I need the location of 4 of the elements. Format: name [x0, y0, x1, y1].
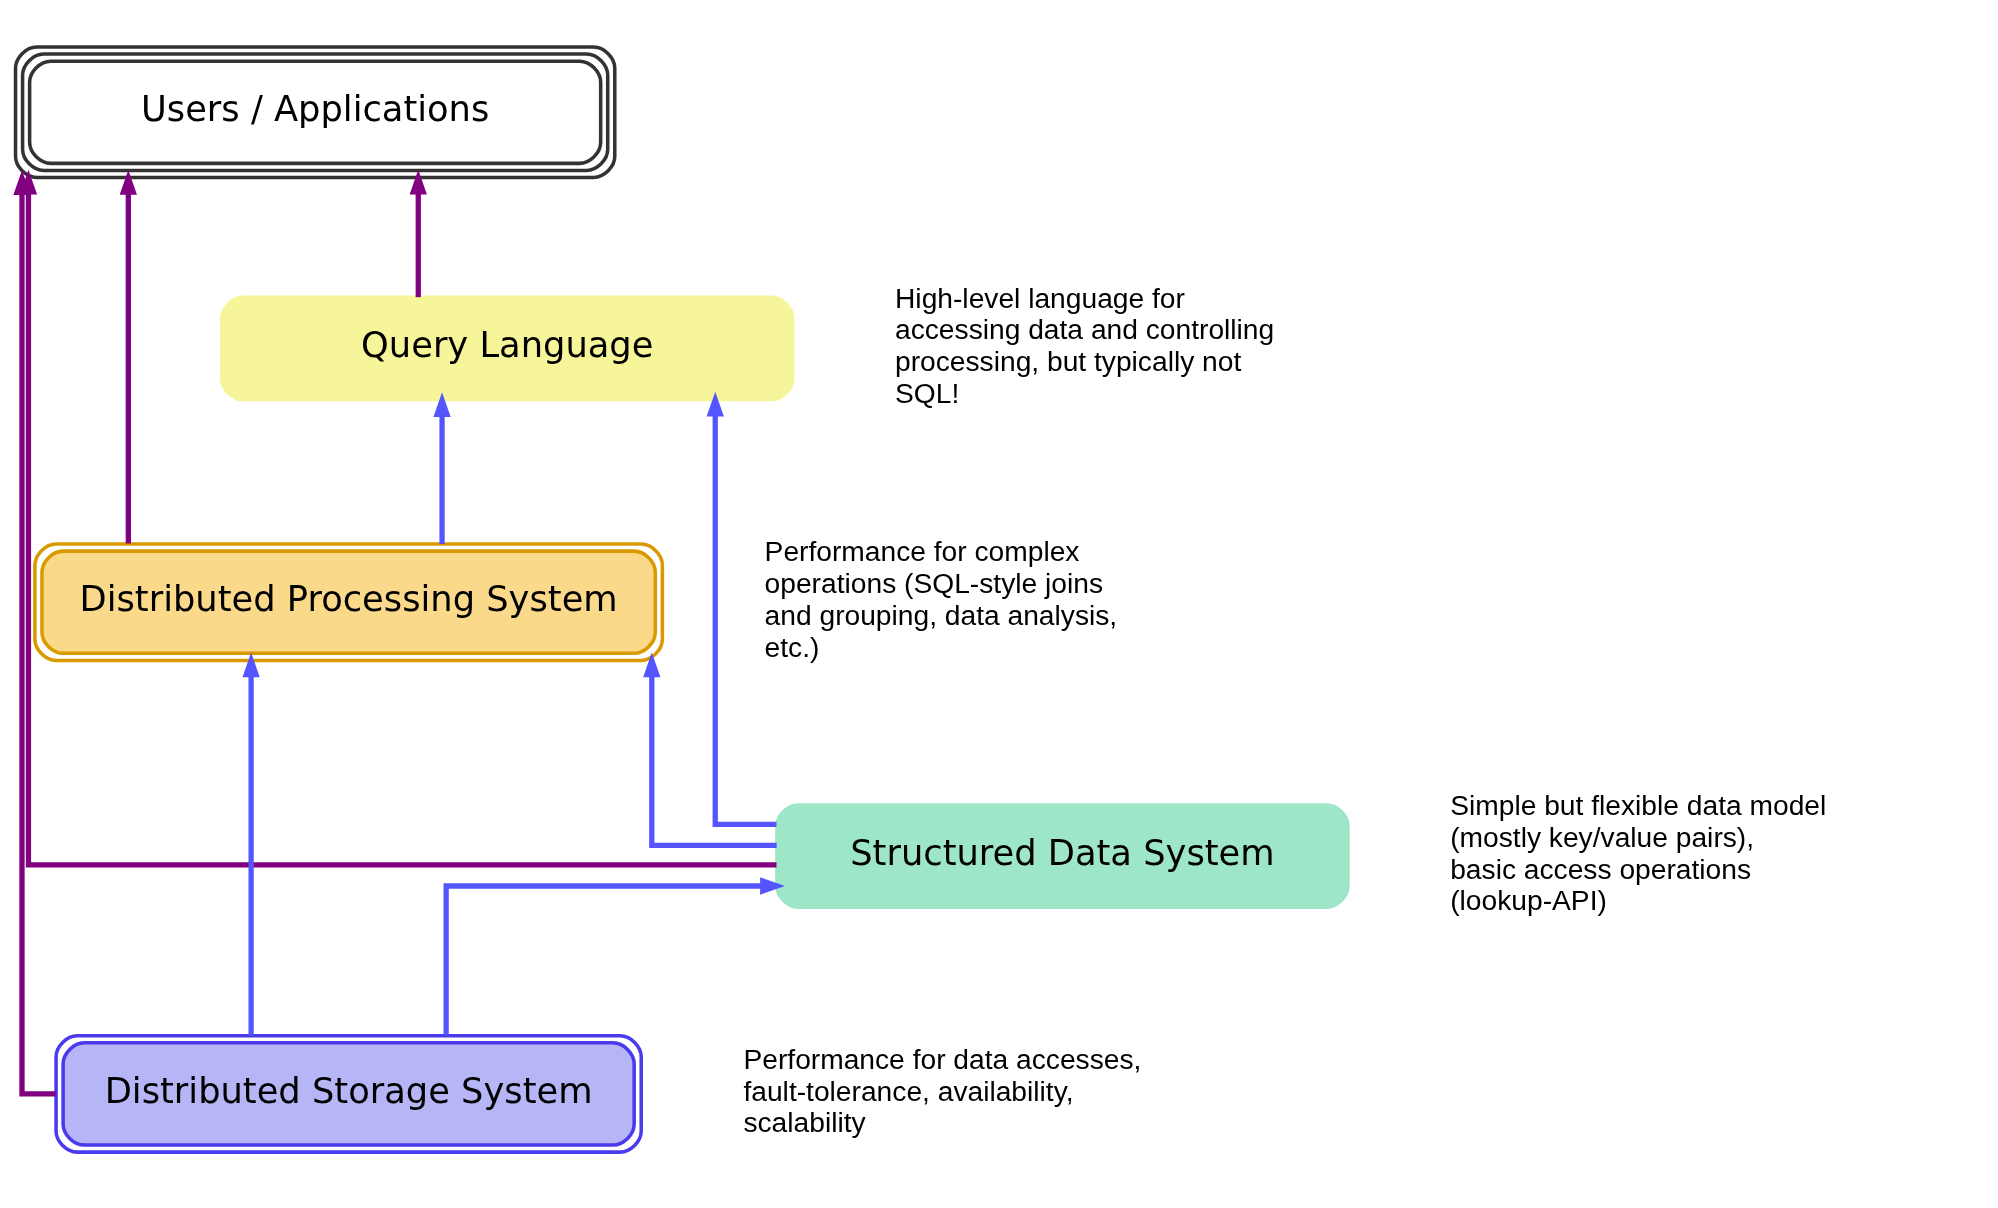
node-label: Performance for data accesses, fault-tolerance, availability, scalability: [743, 1042, 1142, 1139]
node-label: Simple but flexible data model (mostly key/value pairs), basic access operations (lookup-API): [1450, 789, 1827, 917]
node-label: Performance for complex operations (SQL-style joins and grouping, data analysis, etc.): [764, 535, 1118, 663]
node-label: High-level language for accessing data and controlling processing, but typically not SQL!: [895, 281, 1275, 409]
